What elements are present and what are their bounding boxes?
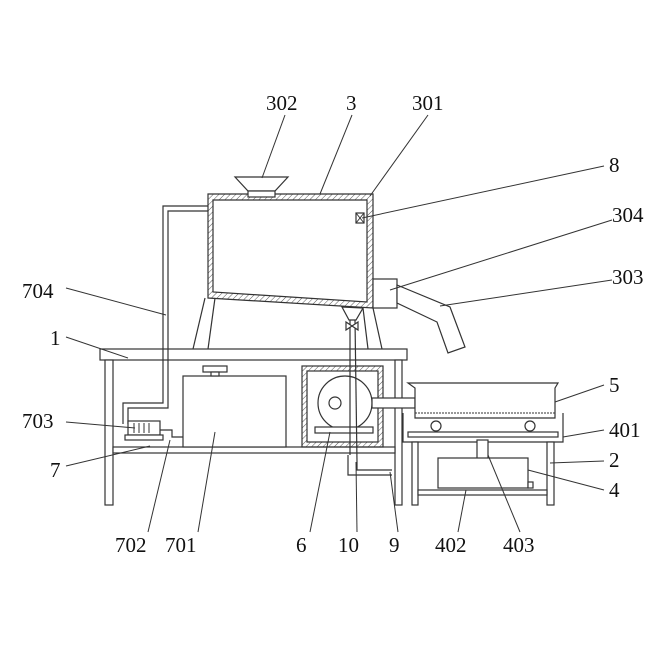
frame-401 (407, 431, 559, 438)
label-701: 701 (165, 533, 197, 557)
water-tank-701 (182, 365, 287, 448)
sieve-assembly (402, 382, 564, 506)
leader-lines (65, 114, 613, 533)
discharge-box-304 (372, 278, 398, 309)
cylinder-402 (437, 457, 529, 489)
valve (345, 320, 359, 332)
label-6: 6 (296, 533, 307, 557)
part-labels: 302 3 301 8 304 303 704 1 5 703 401 2 7 … (22, 91, 644, 557)
outlet-funnel (340, 306, 365, 321)
label-5: 5 (609, 373, 620, 397)
label-8: 8 (609, 153, 620, 177)
feed-hopper (233, 176, 290, 192)
pump-703 (124, 420, 183, 441)
label-10: 10 (338, 533, 359, 557)
label-4: 4 (609, 478, 620, 502)
label-9: 9 (389, 533, 400, 557)
tray-5 (406, 382, 560, 419)
pipe-10 (345, 319, 392, 476)
chute-303 (396, 284, 466, 354)
label-303: 303 (612, 265, 644, 289)
label-702: 702 (115, 533, 147, 557)
label-304: 304 (612, 203, 644, 227)
label-704: 704 (22, 279, 54, 303)
label-2: 2 (609, 448, 620, 472)
mixing-tank (192, 176, 466, 354)
label-1: 1 (50, 326, 61, 350)
pipe-704 (122, 205, 208, 424)
drive-shaft (371, 397, 416, 409)
label-301: 301 (412, 91, 444, 115)
motor-6 (301, 365, 416, 448)
rod-403 (476, 439, 489, 461)
label-3: 3 (346, 91, 357, 115)
label-403: 403 (503, 533, 535, 557)
label-401: 401 (609, 418, 641, 442)
label-7: 7 (50, 458, 61, 482)
label-703: 703 (22, 409, 54, 433)
label-402: 402 (435, 533, 467, 557)
label-302: 302 (266, 91, 298, 115)
